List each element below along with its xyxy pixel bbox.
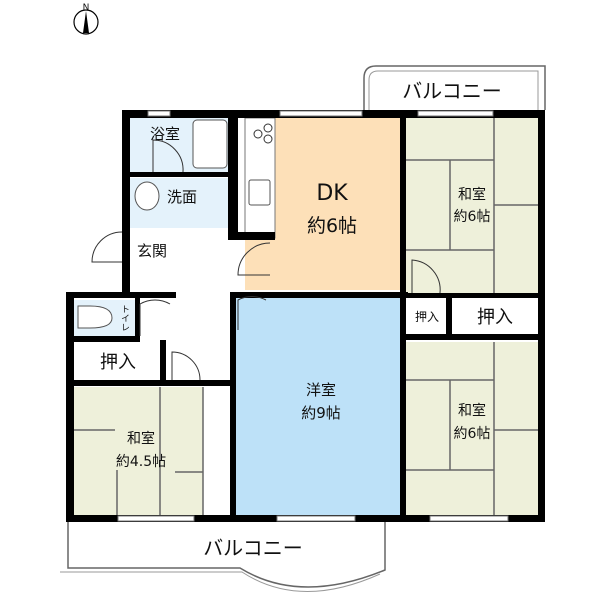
youshitsu-size: 約9帖 (301, 404, 341, 422)
tatami-lines (74, 118, 538, 515)
washitsu-right-size: 約6帖 (454, 426, 491, 442)
oshiire-small-label: 押入 (415, 310, 439, 324)
washitsu-top-label: 和室 (458, 186, 486, 203)
balcony-bottom-label: バルコニー (203, 536, 303, 560)
bathroom-label: 浴室 (150, 125, 180, 143)
toilet-label: トイレ (119, 305, 130, 332)
window (147, 110, 171, 117)
entrance-label: 玄関 (137, 242, 167, 260)
window (429, 515, 509, 522)
washitsu-left-label: 和室 (127, 430, 155, 447)
washitsu-left-size: 約4.5帖 (116, 454, 166, 470)
window (117, 515, 195, 522)
bathtub-icon (192, 119, 228, 169)
room-labels: 浴室 洗面 玄関 トイレ DK 約6帖 和室 約6帖 押入 押入 和室 約6帖 … (100, 125, 513, 470)
oshiire-right-label: 押入 (477, 307, 513, 328)
window (276, 515, 356, 522)
door-swings (91, 139, 441, 381)
kitchen-sink-icon (248, 179, 271, 206)
washroom-label: 洗面 (167, 188, 197, 206)
wash-basin-icon (134, 181, 160, 211)
balcony-top-outline (363, 65, 546, 110)
dk-label: DK (316, 181, 348, 206)
washitsu-right-label: 和室 (458, 402, 486, 419)
window (417, 110, 494, 117)
washitsu-top-area (406, 118, 538, 294)
youshitsu-label: 洋室 (306, 381, 336, 399)
kitchen-counter (244, 117, 276, 239)
youshitsu-area (236, 296, 402, 515)
washitsu-right-area (406, 342, 538, 515)
dk-size: 約6帖 (307, 215, 357, 237)
balcony-bottom-outline (67, 522, 386, 588)
balcony-top-label: バルコニー (402, 79, 502, 103)
washitsu-left-area (74, 387, 203, 515)
window (279, 110, 363, 117)
north-compass-icon: N (73, 3, 99, 35)
oshiire-left-label: 押入 (100, 352, 136, 373)
washitsu-top-size: 約6帖 (454, 209, 491, 225)
toilet-icon (77, 305, 113, 329)
compass-label: N (83, 3, 90, 13)
